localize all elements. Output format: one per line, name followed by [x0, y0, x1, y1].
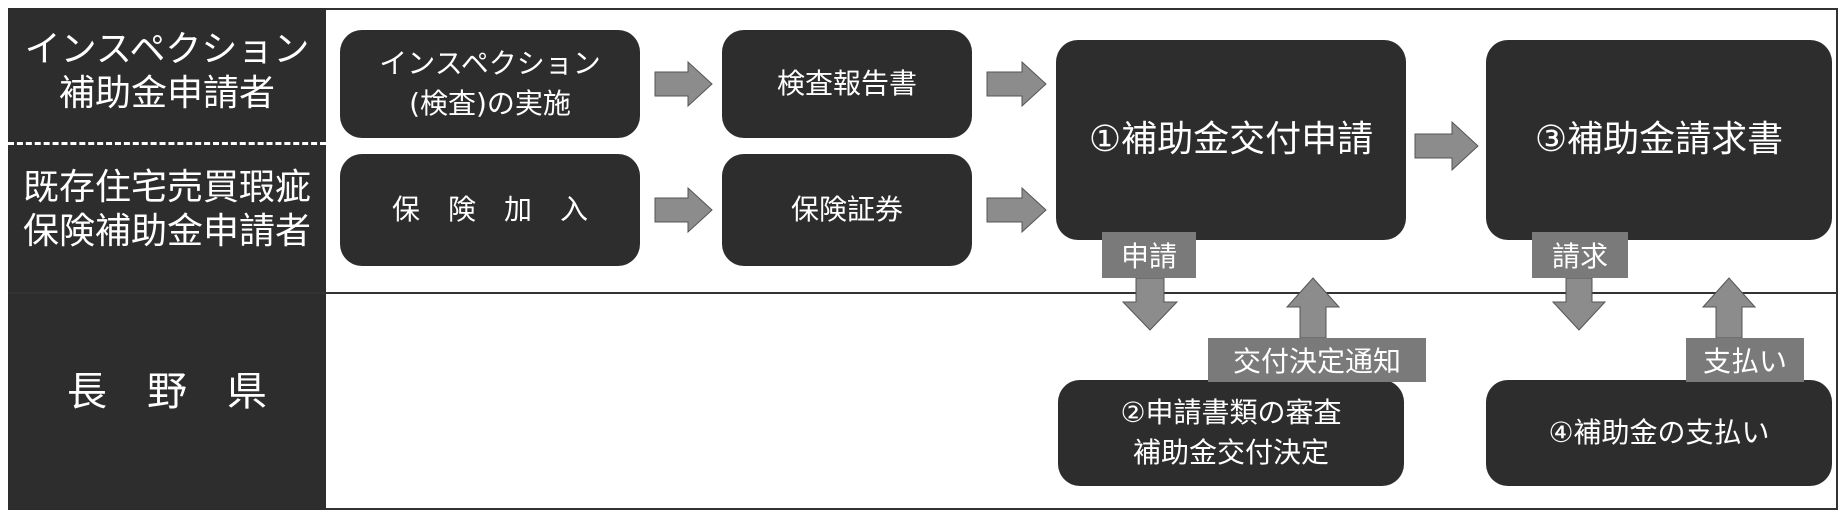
arrow-notice-up	[1285, 277, 1341, 339]
actor-inspection-applicant: インスペクション 補助金申請者	[24, 29, 310, 114]
payment-box: ④補助金の支払い	[1486, 380, 1832, 486]
actor-column	[8, 8, 326, 510]
arrow-inspection-to-report	[654, 60, 713, 108]
actor-prefecture: 長 野 県	[67, 369, 267, 415]
arrow-certificate-to-application	[986, 186, 1047, 234]
lane-divider	[8, 292, 1838, 294]
arrow-insurance-to-certificate	[654, 186, 713, 234]
arrow-apply-down	[1121, 277, 1179, 331]
arrow-request-down	[1551, 277, 1607, 331]
report-box: 検査報告書	[722, 30, 972, 138]
tag-request: 請求	[1532, 232, 1628, 278]
insurance-box: 保 険 加 入	[340, 154, 640, 266]
inspection-box: インスペクション (検査)の実施	[340, 30, 640, 138]
actor-insurance-applicant: 既存住宅売買瑕疵 保険補助金申請者	[22, 167, 311, 252]
arrow-application-to-invoice	[1414, 120, 1479, 172]
tag-decision-notice: 交付決定通知	[1208, 338, 1426, 382]
arrow-pay-up	[1701, 277, 1757, 339]
review-box: ②申請書類の審査 補助金交付決定	[1058, 380, 1404, 486]
grant-application-box: ①補助金交付申請	[1056, 40, 1406, 240]
certificate-box: 保険証券	[722, 154, 972, 266]
actor-dashed-divider	[8, 142, 326, 145]
arrow-report-to-application	[986, 60, 1047, 108]
tag-pay: 支払い	[1686, 338, 1804, 382]
grant-invoice-box: ③補助金請求書	[1486, 40, 1832, 240]
tag-apply: 申請	[1102, 232, 1196, 278]
